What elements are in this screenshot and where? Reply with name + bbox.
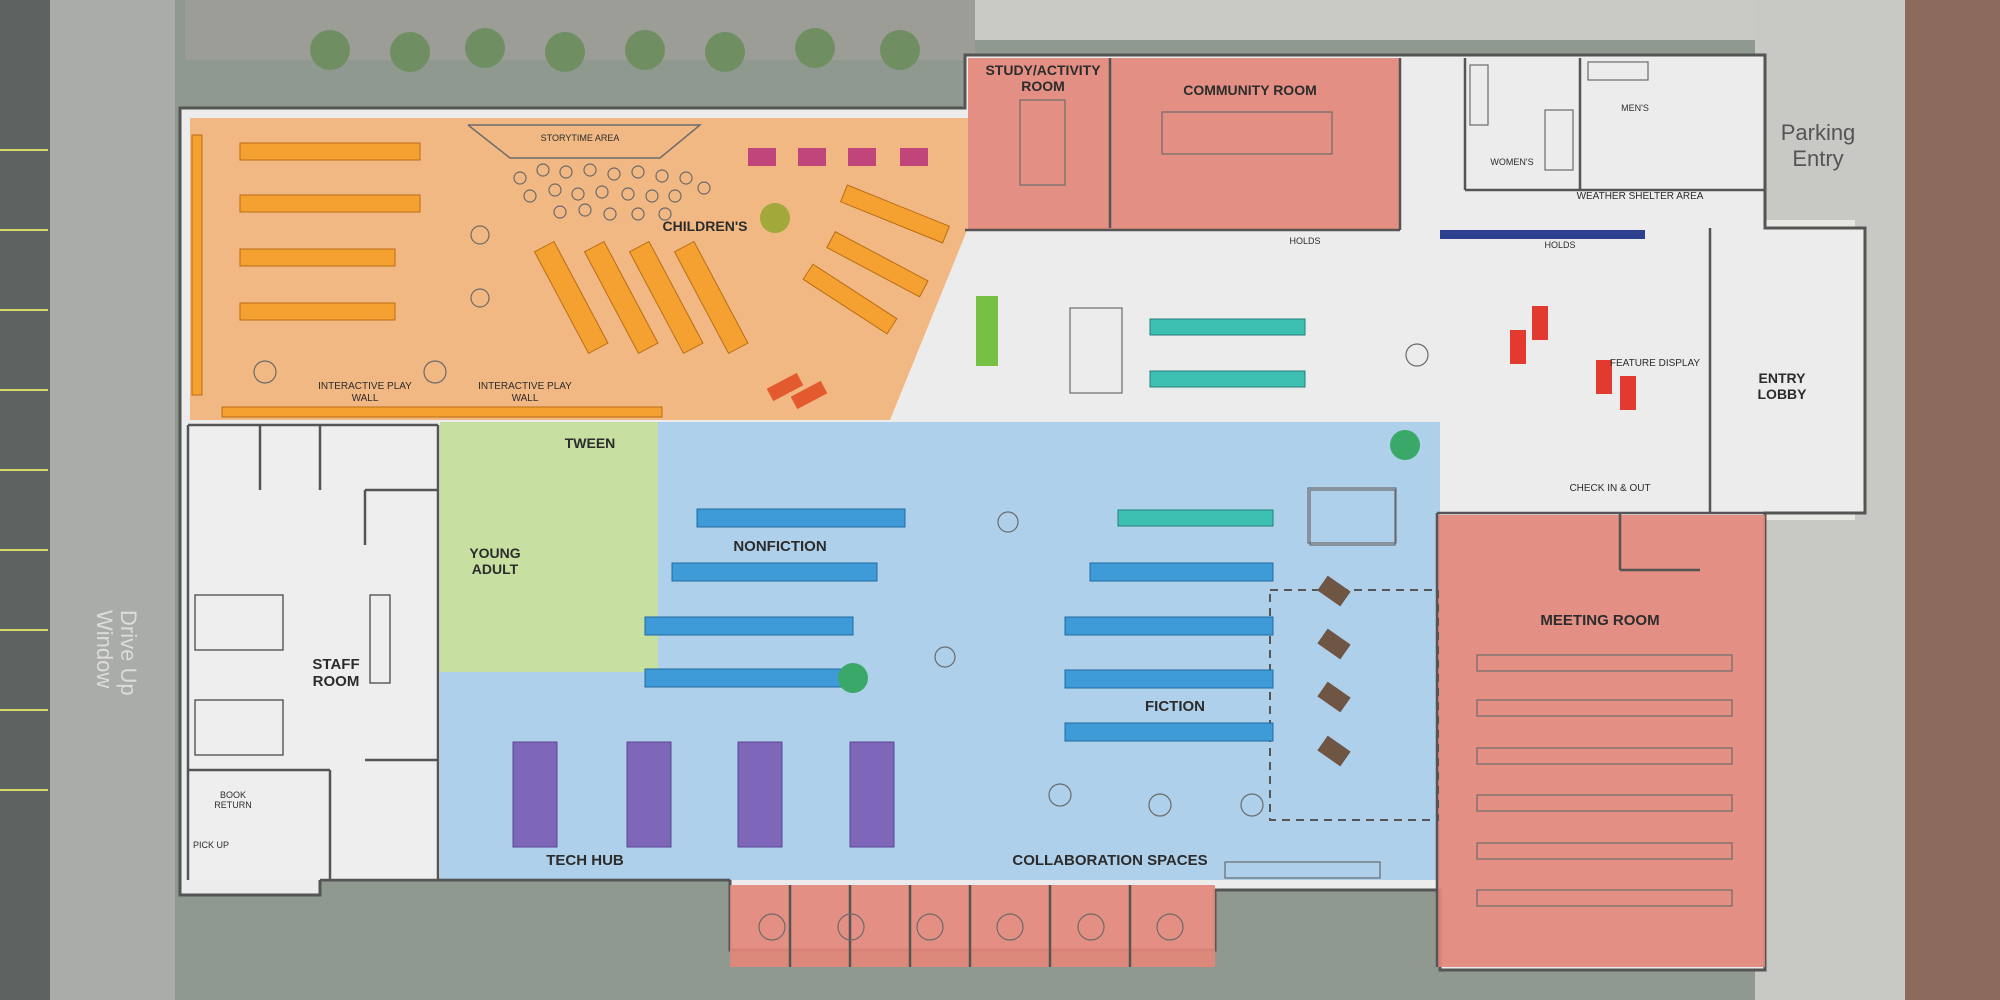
fiction-shelving (1064, 562, 1274, 742)
drive-lane (50, 0, 175, 1000)
shrubs (310, 28, 920, 72)
lounge-seating (1069, 307, 1429, 544)
feature-display-label: FEATURE DISPLAY (1609, 358, 1701, 369)
interior-walls (186, 58, 1765, 967)
storytime-step (467, 124, 703, 159)
community-room-label: COMMUNITY ROOM (1183, 82, 1317, 98)
staff-workstations (194, 594, 391, 756)
sidewalk-top (975, 0, 1755, 40)
parking-entry-label: Parking Entry (1780, 120, 1856, 172)
nonfiction-label: NONFICTION (733, 538, 827, 555)
pick-up-label: PICK UP (192, 840, 229, 850)
tech-hub-tables (512, 741, 895, 848)
drive-up-window-label: Drive Up Window (91, 610, 141, 696)
tech-hub-label: TECH HUB (546, 852, 624, 869)
interactive-play-wall-label-1: INTERACTIVE PLAY WALL (318, 381, 412, 404)
study-activity-room-label: STUDY/ACTIVITY ROOM (985, 62, 1101, 95)
childrens-service-point (760, 203, 790, 233)
holds-label-1: HOLDS (1289, 236, 1321, 246)
storytime-area-label: STORYTIME AREA (540, 133, 620, 143)
childrens-label: CHILDREN'S (662, 218, 748, 234)
holds-label-2: HOLDS (1544, 240, 1576, 250)
feature-display-units (1510, 306, 1636, 410)
adult-area-seating (934, 489, 1396, 879)
childrens-zone (190, 118, 968, 420)
mens-label: MEN'S (1621, 103, 1649, 113)
childrens-shelving (191, 134, 951, 418)
collaboration-room-tables (758, 913, 1184, 941)
study-community-zone (968, 58, 1400, 230)
meeting-room-tables (1476, 654, 1733, 907)
parking-lot-left (0, 0, 50, 1000)
parking-stripes (0, 149, 48, 791)
restroom-fixtures (1469, 61, 1649, 171)
meeting-room-label: MEETING ROOM (1540, 612, 1660, 629)
meeting-furniture (1019, 99, 1333, 186)
weather-shelter-area-label: WEATHER SHELTER AREA (1576, 191, 1704, 202)
young-adult-zone (440, 422, 658, 672)
check-in-out-label: CHECK IN & OUT (1569, 483, 1651, 494)
nonfiction-shelving (644, 508, 906, 688)
fiction-label: FICTION (1145, 698, 1205, 715)
childrens-seating (253, 225, 490, 384)
tween-label: TWEEN (564, 435, 616, 451)
womens-label: WOMEN'S (1490, 157, 1534, 167)
landscape-right (1905, 0, 2000, 1000)
book-return-label: BOOK RETURN (214, 790, 252, 811)
green-display (976, 296, 998, 366)
entry-lobby-label: ENTRY LOBBY (1757, 370, 1807, 403)
staff-zone (188, 425, 438, 880)
collaboration-spaces-label: COLLABORATION SPACES (1012, 852, 1208, 869)
staff-room-label: STAFF ROOM (312, 656, 360, 691)
holds-shelf (1440, 230, 1645, 239)
childrens-tables (748, 148, 928, 166)
childrens-orange-benches (766, 372, 828, 410)
collaboration-dashed-area (1269, 589, 1439, 821)
service-point-central (838, 663, 868, 693)
meeting-room-zone (1437, 515, 1765, 967)
young-adult-label: YOUNG ADULT (469, 545, 521, 578)
teal-shelving (1117, 318, 1306, 527)
collaboration-benches (1317, 575, 1351, 767)
storytime-seats (513, 163, 711, 221)
service-point-east (1390, 430, 1420, 460)
interactive-play-wall-label-2: INTERACTIVE PLAY WALL (478, 381, 572, 404)
collab-rooms-zone (730, 885, 1215, 967)
